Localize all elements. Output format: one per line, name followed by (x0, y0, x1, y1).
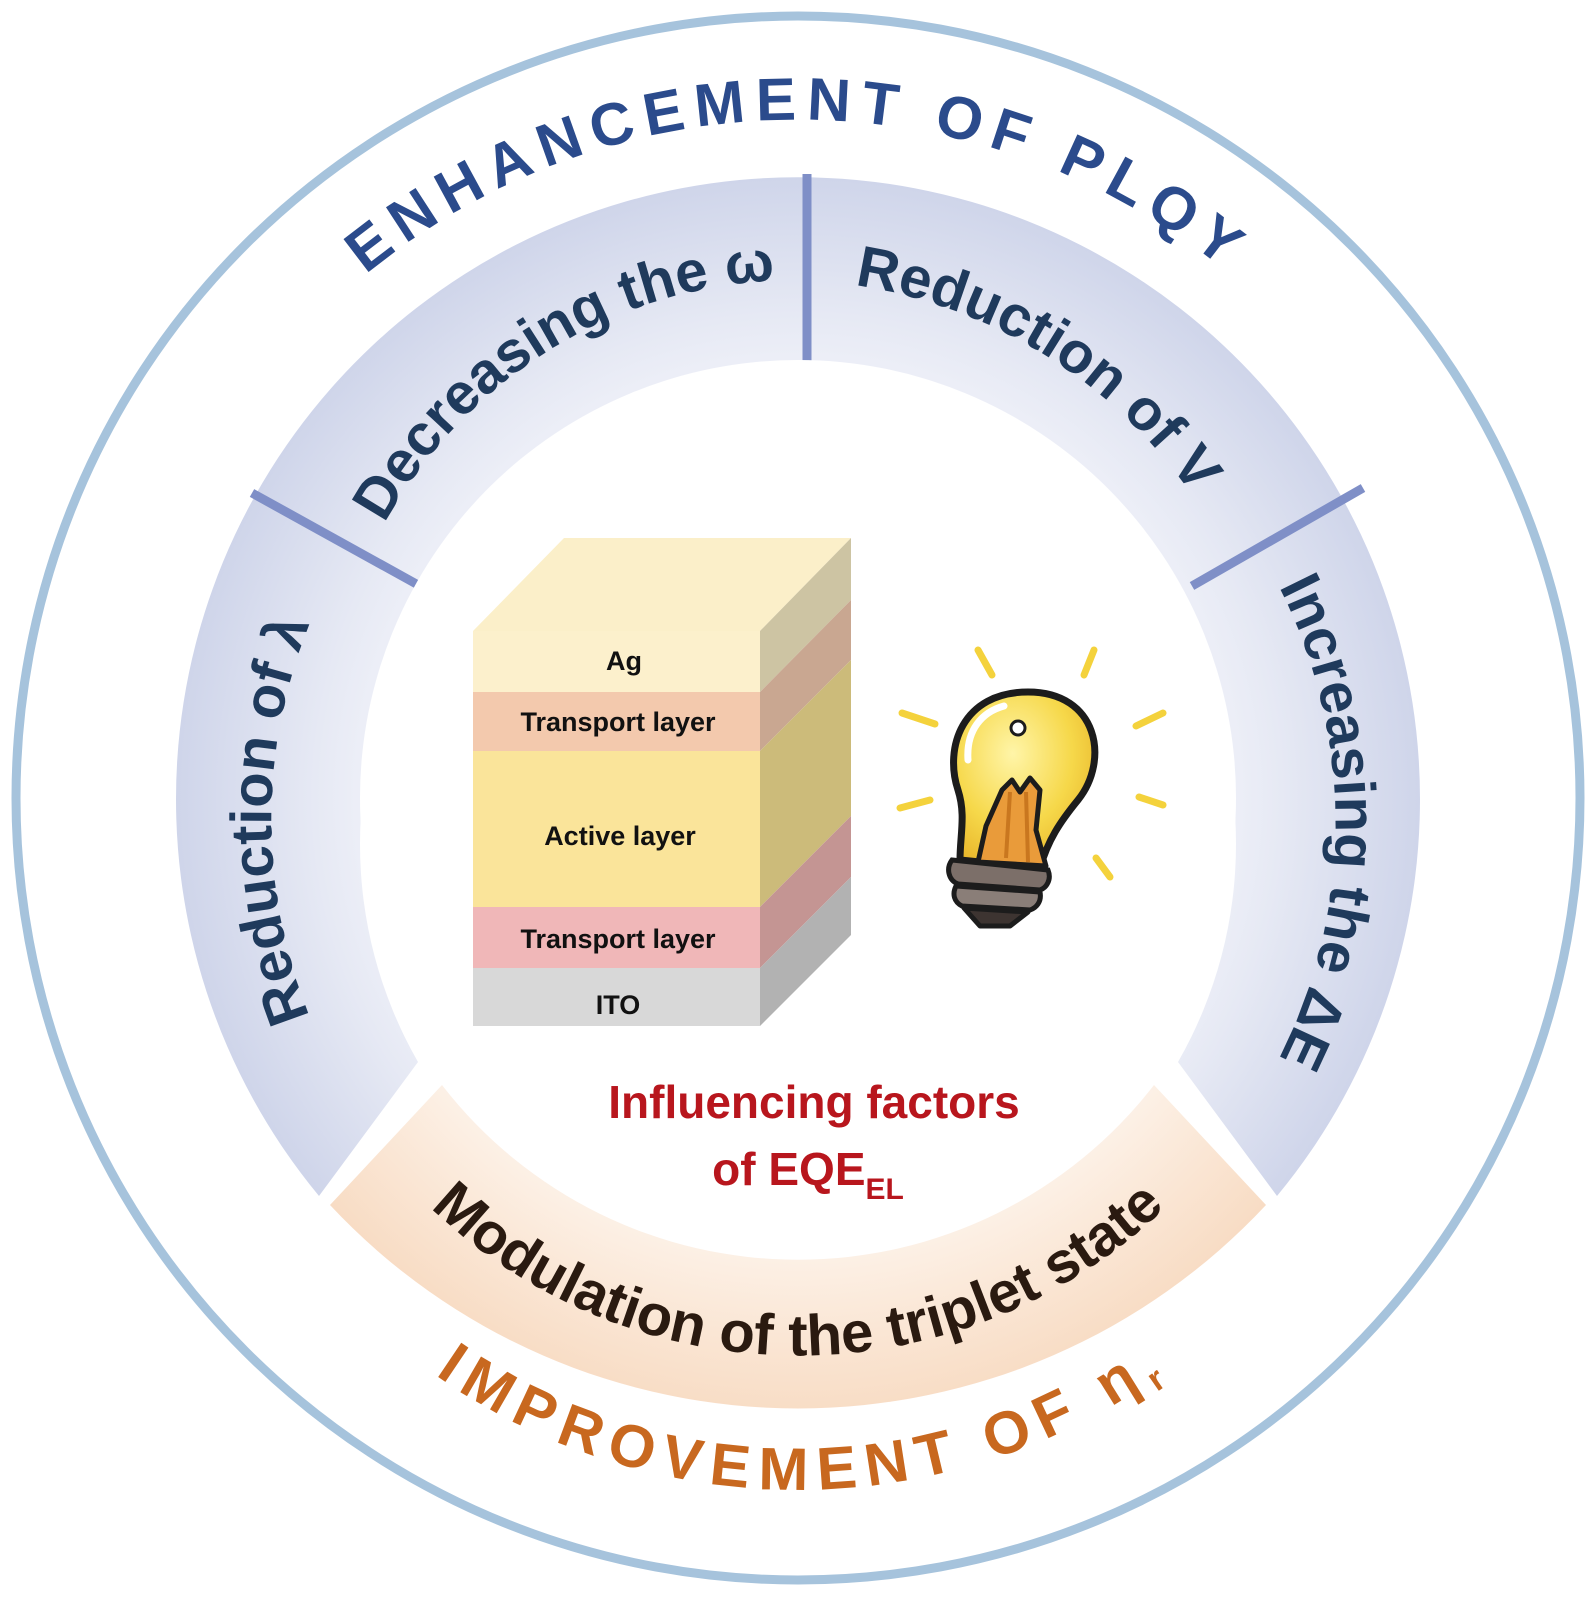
stack-layer-ag (473, 631, 760, 692)
stack-label-transport-top: Transport layer (520, 707, 716, 737)
upper-ring-band (176, 177, 1421, 1196)
stack-label-ito: ITO (596, 990, 641, 1020)
stack-label-active: Active layer (544, 821, 696, 851)
center-caption-line1: Influencing factors (608, 1076, 1019, 1128)
stack-layer-transport-bottom (473, 907, 760, 968)
stack-label-transport-bottom: Transport layer (520, 924, 716, 954)
stack-label-ag: Ag (606, 646, 642, 676)
stack-side-ito (760, 877, 851, 1026)
stack-side-ag (760, 538, 851, 692)
center-caption-main: of EQE (712, 1143, 865, 1195)
device-stack: Ag Transport layer Active layer Transpor… (473, 538, 851, 1026)
stack-layer-transport-top (473, 692, 760, 751)
divider-right (1189, 484, 1366, 590)
center-caption-sub: EL (866, 1173, 904, 1206)
divider-left (249, 489, 423, 590)
stack-side-transport-bottom (760, 816, 851, 968)
stack-layer-ito (473, 968, 760, 1026)
stack-top-face (473, 538, 851, 631)
stack-side-transport-top (760, 600, 851, 751)
bottom-ring-band (330, 1085, 1266, 1409)
stack-layer-active (473, 751, 760, 907)
light-bulb-icon (896, 646, 1167, 929)
stack-side-active (760, 660, 851, 907)
center-caption-line2: of EQEEL (712, 1143, 904, 1206)
